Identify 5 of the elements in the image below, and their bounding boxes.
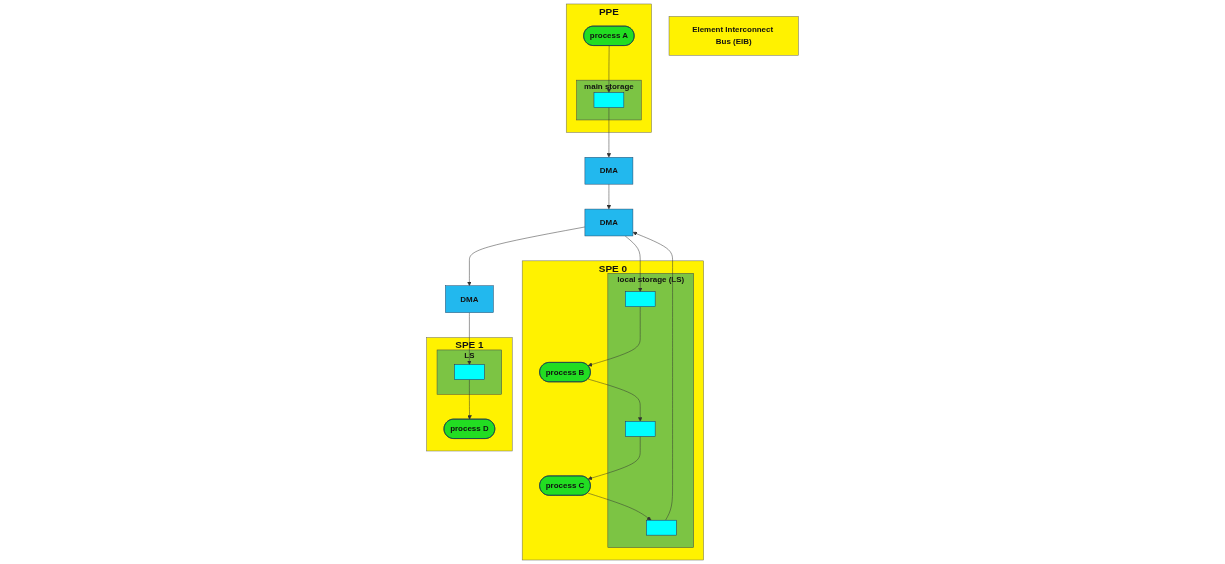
node-box [625, 421, 656, 437]
node-box [625, 291, 656, 307]
node-box [593, 92, 625, 108]
node-box [646, 519, 677, 536]
node-box [454, 364, 485, 380]
